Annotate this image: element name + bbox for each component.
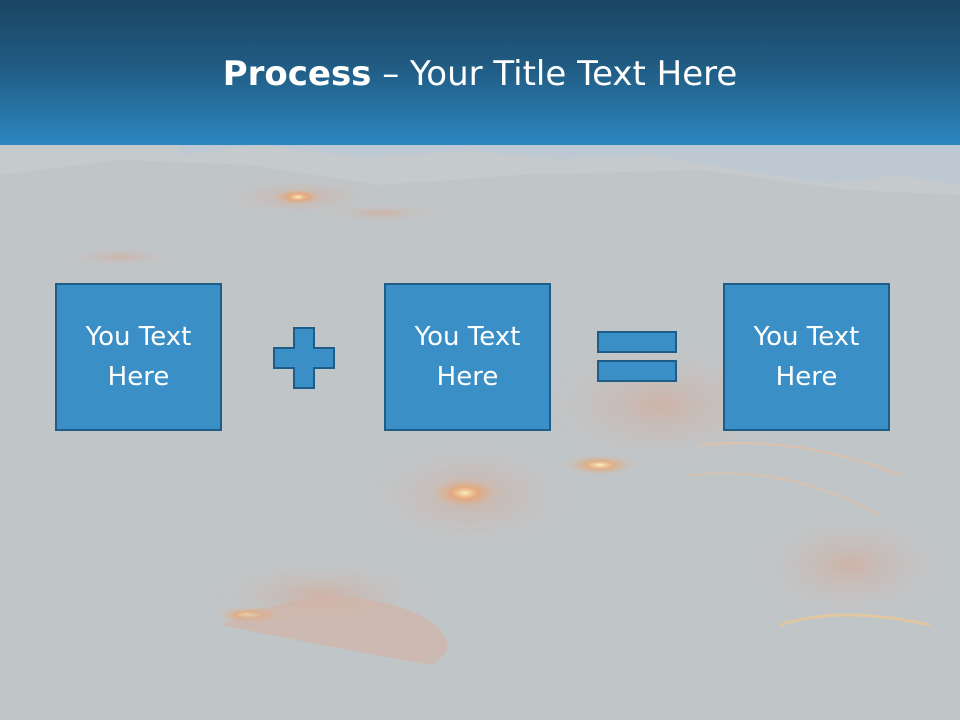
title-bar: Process – Your Title Text Here [0,0,960,145]
process-box-1-text: You Text Here [85,322,192,392]
plus-icon [273,327,335,389]
title-text: – Your Title Text Here [371,54,738,94]
lava-background-image [0,145,960,720]
equals-icon [597,331,677,382]
title-bold: Process [222,54,372,94]
process-box-2[interactable]: You Text Here [384,283,551,431]
process-box-2-text: You Text Here [414,322,521,392]
process-box-3[interactable]: You Text Here [723,283,890,431]
process-box-1[interactable]: You Text Here [55,283,222,431]
slide-title: Process – Your Title Text Here [0,52,960,96]
process-box-3-text: You Text Here [753,322,860,392]
